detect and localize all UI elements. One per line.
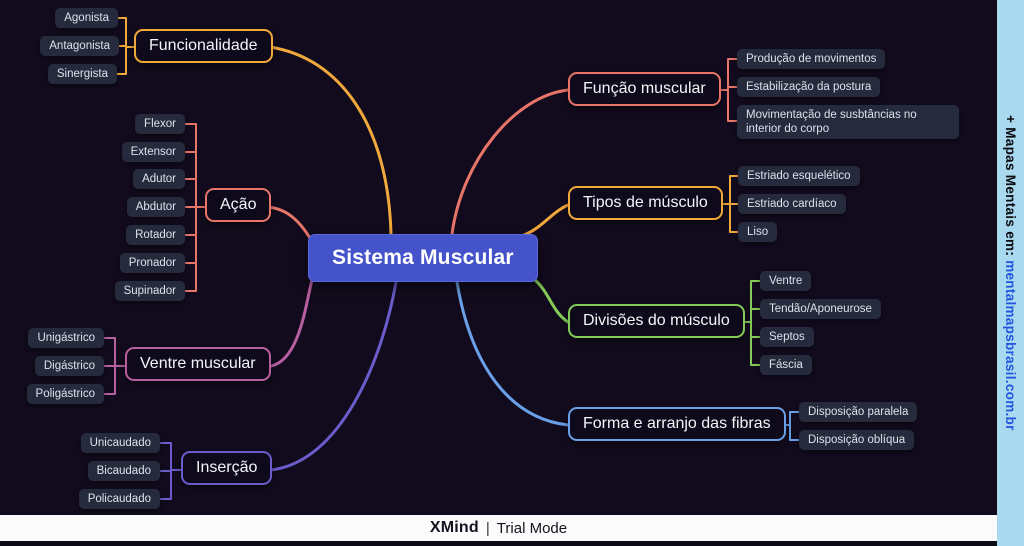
side-banner-text: + Mapas Mentais em: mentalmapsbrasil.com… <box>1003 115 1018 431</box>
topic-insercao[interactable]: Inserção <box>181 451 273 485</box>
child-extensor[interactable]: Extensor <box>121 142 185 162</box>
child-fascia[interactable]: Fáscia <box>760 355 812 375</box>
child-bicaudado[interactable]: Bicaudado <box>87 461 160 481</box>
child-estabilizacao-da-postura[interactable]: Estabilização da postura <box>737 77 881 97</box>
topic-tipos-de-musculo[interactable]: Tipos de músculo <box>568 186 723 220</box>
side-banner-prefix: + Mapas Mentais em: <box>1003 115 1018 261</box>
child-septos[interactable]: Septos <box>760 327 814 347</box>
child-rotador[interactable]: Rotador <box>126 225 185 245</box>
child-abdutor[interactable]: Abdutor <box>126 197 185 217</box>
topic-funcao-muscular[interactable]: Função muscular <box>568 72 721 106</box>
child-tendao-aponeurose[interactable]: Tendão/Aponeurose <box>760 299 881 319</box>
child-digastrico[interactable]: Digástrico <box>34 356 104 376</box>
child-estriado-cardiaco[interactable]: Estriado cardíaco <box>738 194 846 214</box>
child-producao-de-movimentos[interactable]: Produção de movimentos <box>737 49 886 69</box>
child-agonista[interactable]: Agonista <box>55 8 118 28</box>
child-liso[interactable]: Liso <box>738 222 778 242</box>
child-supinador[interactable]: Supinador <box>114 281 185 301</box>
topic-ventre-muscular[interactable]: Ventre muscular <box>125 347 271 381</box>
child-policaudado[interactable]: Policaudado <box>78 489 160 509</box>
child-unigastrico[interactable]: Unigástrico <box>28 328 104 348</box>
child-adutor[interactable]: Adutor <box>133 169 185 189</box>
topic-forma-e-arranjo-das-fibras[interactable]: Forma e arranjo das fibras <box>568 407 786 441</box>
child-disposicao-paralela[interactable]: Disposição paralela <box>799 402 918 422</box>
footer-separator: | <box>485 519 490 537</box>
side-banner: + Mapas Mentais em: mentalmapsbrasil.com… <box>997 0 1024 546</box>
topic-divisoes-do-musculo[interactable]: Divisões do músculo <box>568 304 745 338</box>
footer-bottom-strip <box>0 541 997 546</box>
child-disposicao-obliqua[interactable]: Disposição oblíqua <box>799 430 915 450</box>
child-pronador[interactable]: Pronador <box>119 253 185 273</box>
topic-funcionalidade[interactable]: Funcionalidade <box>134 29 273 63</box>
side-banner-url: mentalmapsbrasil.com.br <box>1003 260 1018 431</box>
trial-mode-label: Trial Mode <box>496 519 568 537</box>
central-topic[interactable]: Sistema Muscular <box>308 234 538 282</box>
child-antagonista[interactable]: Antagonista <box>40 36 119 56</box>
child-sinergista[interactable]: Sinergista <box>47 64 117 84</box>
child-estriado-esqueletico[interactable]: Estriado esquelético <box>738 166 860 186</box>
topic-acao[interactable]: Ação <box>205 188 272 222</box>
child-flexor[interactable]: Flexor <box>135 114 185 134</box>
child-ventre[interactable]: Ventre <box>760 271 812 291</box>
child-poligastrico[interactable]: Poligástrico <box>26 384 104 404</box>
child-unicaudado[interactable]: Unicaudado <box>80 433 160 453</box>
xmind-logo: XMind <box>429 519 479 536</box>
child-movimentacao-de-substancias[interactable]: Movimentação de susbtâncias no interior … <box>737 105 959 139</box>
footer-bar: XMind | Trial Mode <box>0 515 997 541</box>
